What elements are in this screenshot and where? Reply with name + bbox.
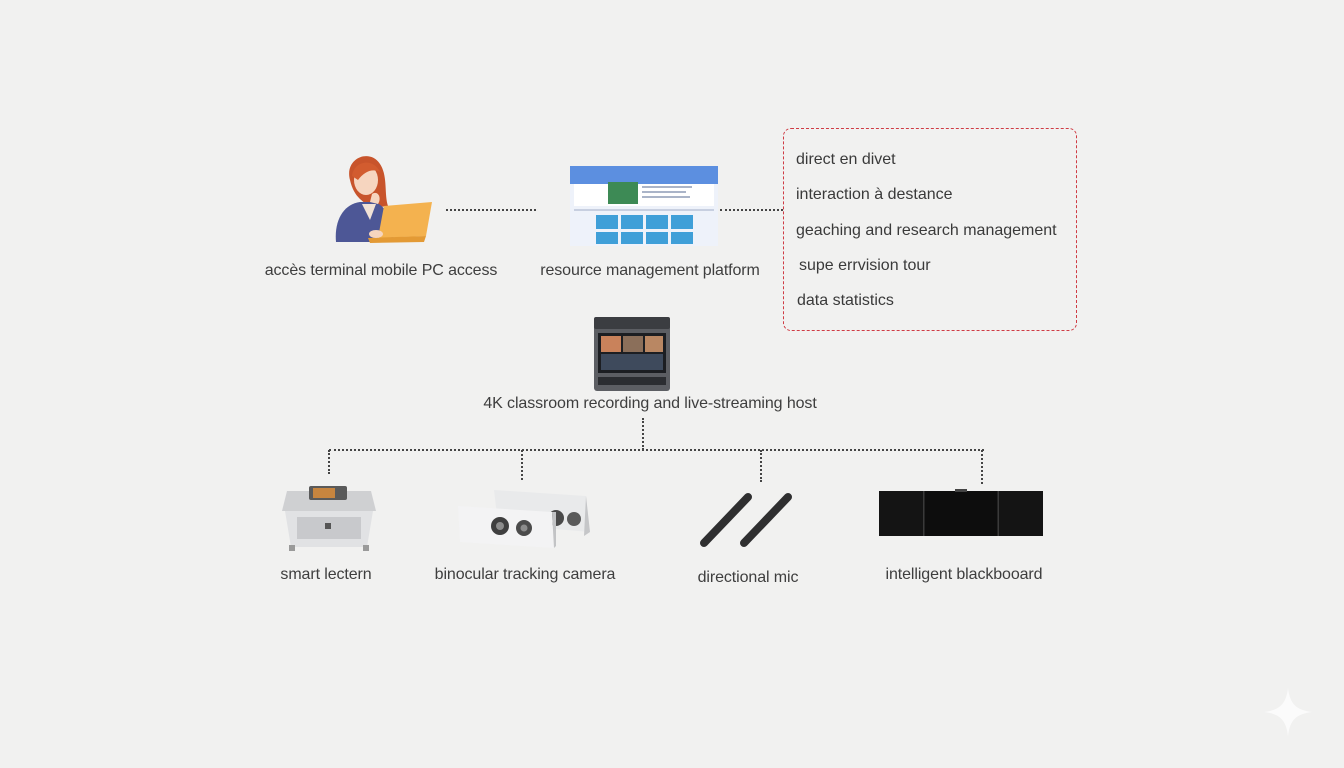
connector-pc-to-platform: [446, 209, 536, 211]
connector-camera: [521, 450, 523, 480]
feature-item: supe errvision tour: [799, 257, 931, 274]
host-label: 4K classroom recording and live-streamin…: [483, 395, 817, 412]
directional-mic-icon: [698, 491, 794, 549]
connector-platform-to-features: [720, 209, 783, 211]
tracking-camera-icon: [458, 490, 592, 552]
pc-access-label: accès terminal mobile PC access: [264, 262, 498, 279]
feature-item: data statistics: [797, 292, 894, 309]
connector-mic: [760, 450, 762, 482]
feature-item: interaction à destance: [796, 186, 953, 203]
sparkle-icon: [1264, 688, 1312, 736]
recording-host-device-icon: [593, 317, 671, 391]
feature-item: geaching and research management: [796, 222, 1057, 239]
platform-label: resource management platform: [540, 262, 760, 279]
connector-device-bus: [329, 449, 984, 451]
connector-host-down: [642, 418, 644, 450]
device-label: binocular tracking camera: [434, 566, 616, 583]
platform-screenshot-icon: [570, 166, 718, 246]
connector-blackboard: [981, 450, 983, 484]
feature-list-box: [783, 128, 1077, 331]
feature-item: direct en divet: [796, 151, 896, 168]
device-label: smart lectern: [280, 566, 372, 583]
smart-lectern-icon: [281, 483, 377, 551]
device-label: intelligent blackbooard: [885, 566, 1043, 583]
teacher-with-laptop-icon: [328, 150, 434, 244]
device-label: directional mic: [697, 569, 799, 586]
blackboard-icon: [879, 489, 1043, 538]
connector-lectern: [328, 450, 330, 474]
